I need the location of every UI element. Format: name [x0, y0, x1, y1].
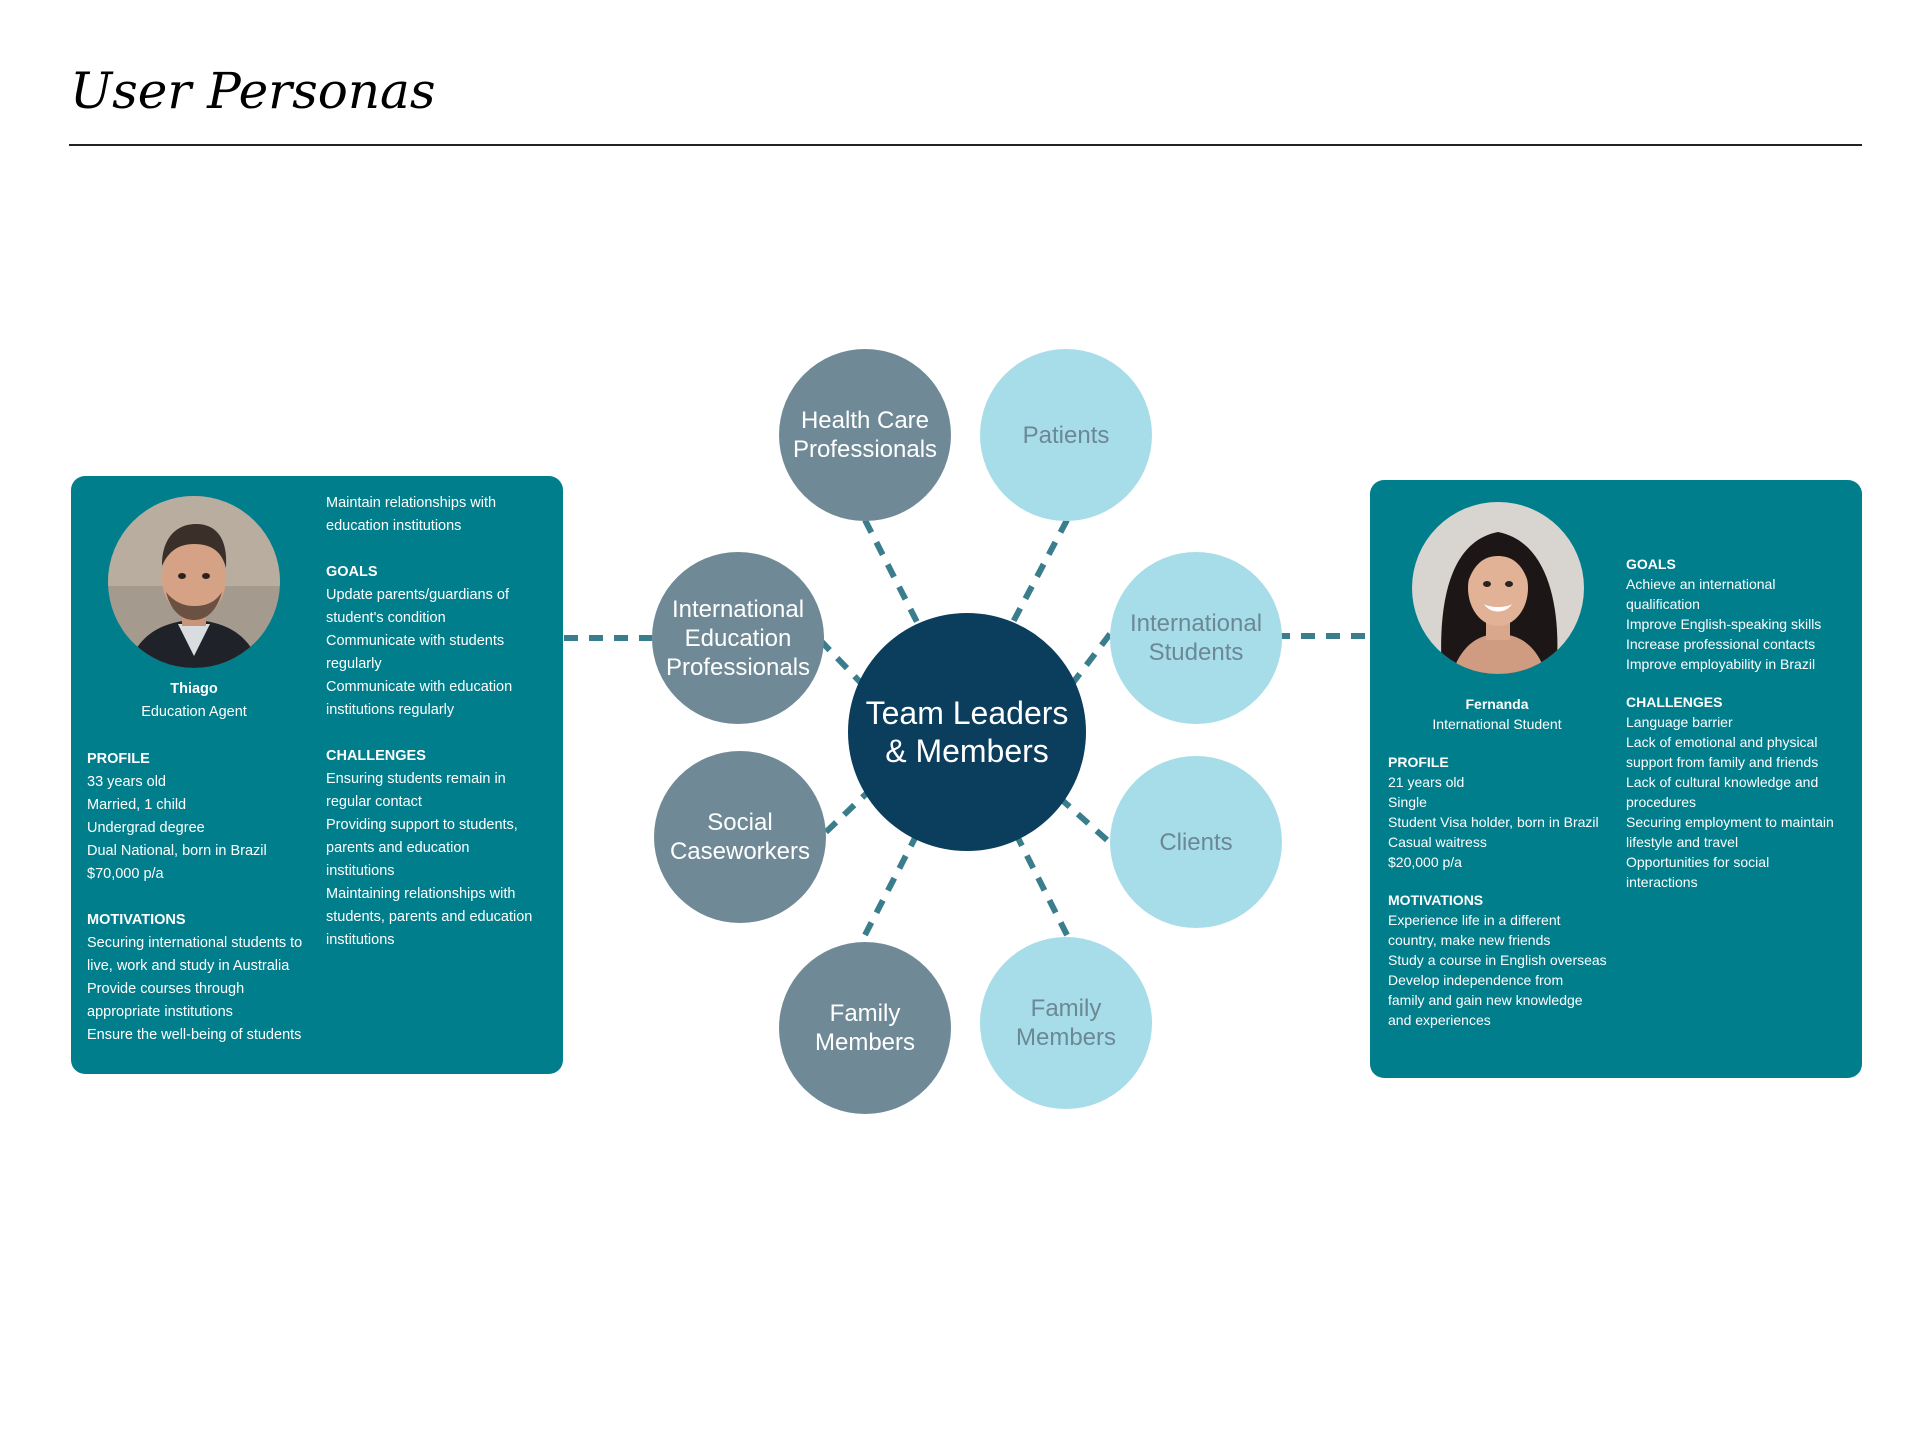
- persona-role-fernanda: International Student: [1384, 714, 1610, 734]
- motivation-line: family and gain new knowledge: [1388, 990, 1613, 1010]
- challenge-line: Ensuring students remain in: [326, 768, 556, 791]
- avatar-fernanda: [1412, 502, 1584, 674]
- challenge-line: regular contact: [326, 791, 556, 814]
- profile-line: $20,000 p/a: [1388, 852, 1613, 872]
- profile-line: Undergrad degree: [87, 817, 307, 840]
- profile-line: Student Visa holder, born in Brazil: [1388, 812, 1613, 832]
- challenge-line: Providing support to students,: [326, 814, 556, 837]
- goal-line: regularly: [326, 653, 556, 676]
- motivation-line: Ensure the well-being of students: [87, 1024, 307, 1047]
- motivations-title: MOTIVATIONS: [1388, 890, 1613, 910]
- connector-family-dark: [865, 836, 916, 935]
- hub-team-leaders-members: Team Leaders& Members: [848, 613, 1086, 851]
- challenge-line: Securing employment to maintain: [1626, 812, 1856, 832]
- profile-title: PROFILE: [1388, 752, 1613, 772]
- challenge-line: students, parents and education: [326, 906, 556, 929]
- motivation-line: Develop independence from: [1388, 970, 1613, 990]
- challenge-line: Lack of emotional and physical: [1626, 732, 1856, 752]
- connector-intl-students: [1072, 634, 1110, 684]
- motivation-line: live, work and study in Australia: [87, 955, 307, 978]
- persona-left-column-2: Maintain relationships with education in…: [326, 492, 556, 952]
- challenge-line: procedures: [1626, 792, 1856, 812]
- connector-family-light: [1017, 836, 1067, 935]
- persona-role-thiago: Education Agent: [91, 701, 297, 724]
- top-text-line: education institutions: [326, 515, 556, 538]
- challenge-line: institutions: [326, 860, 556, 883]
- challenge-line: Opportunities for social: [1626, 852, 1856, 872]
- motivation-line: Securing international students to: [87, 932, 307, 955]
- profile-line: 33 years old: [87, 771, 307, 794]
- persona-card-thiago: Thiago Education Agent PROFILE 33 years …: [71, 476, 563, 1074]
- goal-line: qualification: [1626, 594, 1856, 614]
- avatar-thiago: [108, 496, 280, 668]
- challenge-line: support from family and friends: [1626, 752, 1856, 772]
- persona-name-thiago: Thiago: [101, 678, 287, 701]
- profile-line: Dual National, born in Brazil: [87, 840, 307, 863]
- motivation-line: Provide courses through: [87, 978, 307, 1001]
- challenge-line: institutions: [326, 929, 556, 952]
- challenge-line: interactions: [1626, 872, 1856, 892]
- challenges-title: CHALLENGES: [1626, 692, 1856, 712]
- goal-line: Increase professional contacts: [1626, 634, 1856, 654]
- profile-line: Married, 1 child: [87, 794, 307, 817]
- goal-line: Communicate with education: [326, 676, 556, 699]
- profile-line: 21 years old: [1388, 772, 1613, 792]
- profile-line: $70,000 p/a: [87, 863, 307, 886]
- connector-patients: [1012, 520, 1067, 624]
- profile-line: Casual waitress: [1388, 832, 1613, 852]
- node-clients: Clients: [1110, 756, 1282, 928]
- motivation-line: appropriate institutions: [87, 1001, 307, 1024]
- goals-title: GOALS: [326, 561, 556, 584]
- motivation-line: Study a course in English overseas: [1388, 950, 1613, 970]
- goal-line: Improve employability in Brazil: [1626, 654, 1856, 674]
- persona-right-column-1: PROFILE 21 years old Single Student Visa…: [1388, 752, 1613, 1030]
- challenge-line: lifestyle and travel: [1626, 832, 1856, 852]
- motivations-title: MOTIVATIONS: [87, 909, 307, 932]
- challenge-line: parents and education: [326, 837, 556, 860]
- challenges-title: CHALLENGES: [326, 745, 556, 768]
- goal-line: student's condition: [326, 607, 556, 630]
- persona-right-column-2: GOALS Achieve an international qualifica…: [1626, 554, 1856, 892]
- motivation-line: and experiences: [1388, 1010, 1613, 1030]
- persona-left-column-1: PROFILE 33 years old Married, 1 child Un…: [87, 748, 307, 1047]
- persona-name-fernanda: Fernanda: [1394, 694, 1600, 714]
- challenge-line: Maintaining relationships with: [326, 883, 556, 906]
- motivation-line: country, make new friends: [1388, 930, 1613, 950]
- goal-line: Update parents/guardians of: [326, 584, 556, 607]
- goal-line: Improve English-speaking skills: [1626, 614, 1856, 634]
- persona-card-fernanda: Fernanda International Student PROFILE 2…: [1370, 480, 1862, 1078]
- connector-clients: [1062, 800, 1107, 840]
- profile-title: PROFILE: [87, 748, 307, 771]
- connector-health-care: [865, 520, 918, 624]
- goals-title: GOALS: [1626, 554, 1856, 574]
- goal-line: Achieve an international: [1626, 574, 1856, 594]
- connector-social: [826, 792, 868, 832]
- challenge-line: Lack of cultural knowledge and: [1626, 772, 1856, 792]
- motivation-line: Experience life in a different: [1388, 910, 1613, 930]
- challenge-line: Language barrier: [1626, 712, 1856, 732]
- profile-line: Single: [1388, 792, 1613, 812]
- goal-line: Communicate with students: [326, 630, 556, 653]
- node-patients: Patients: [980, 349, 1152, 521]
- top-text-line: Maintain relationships with: [326, 492, 556, 515]
- connector-intl-education: [820, 640, 862, 684]
- goal-line: institutions regularly: [326, 699, 556, 722]
